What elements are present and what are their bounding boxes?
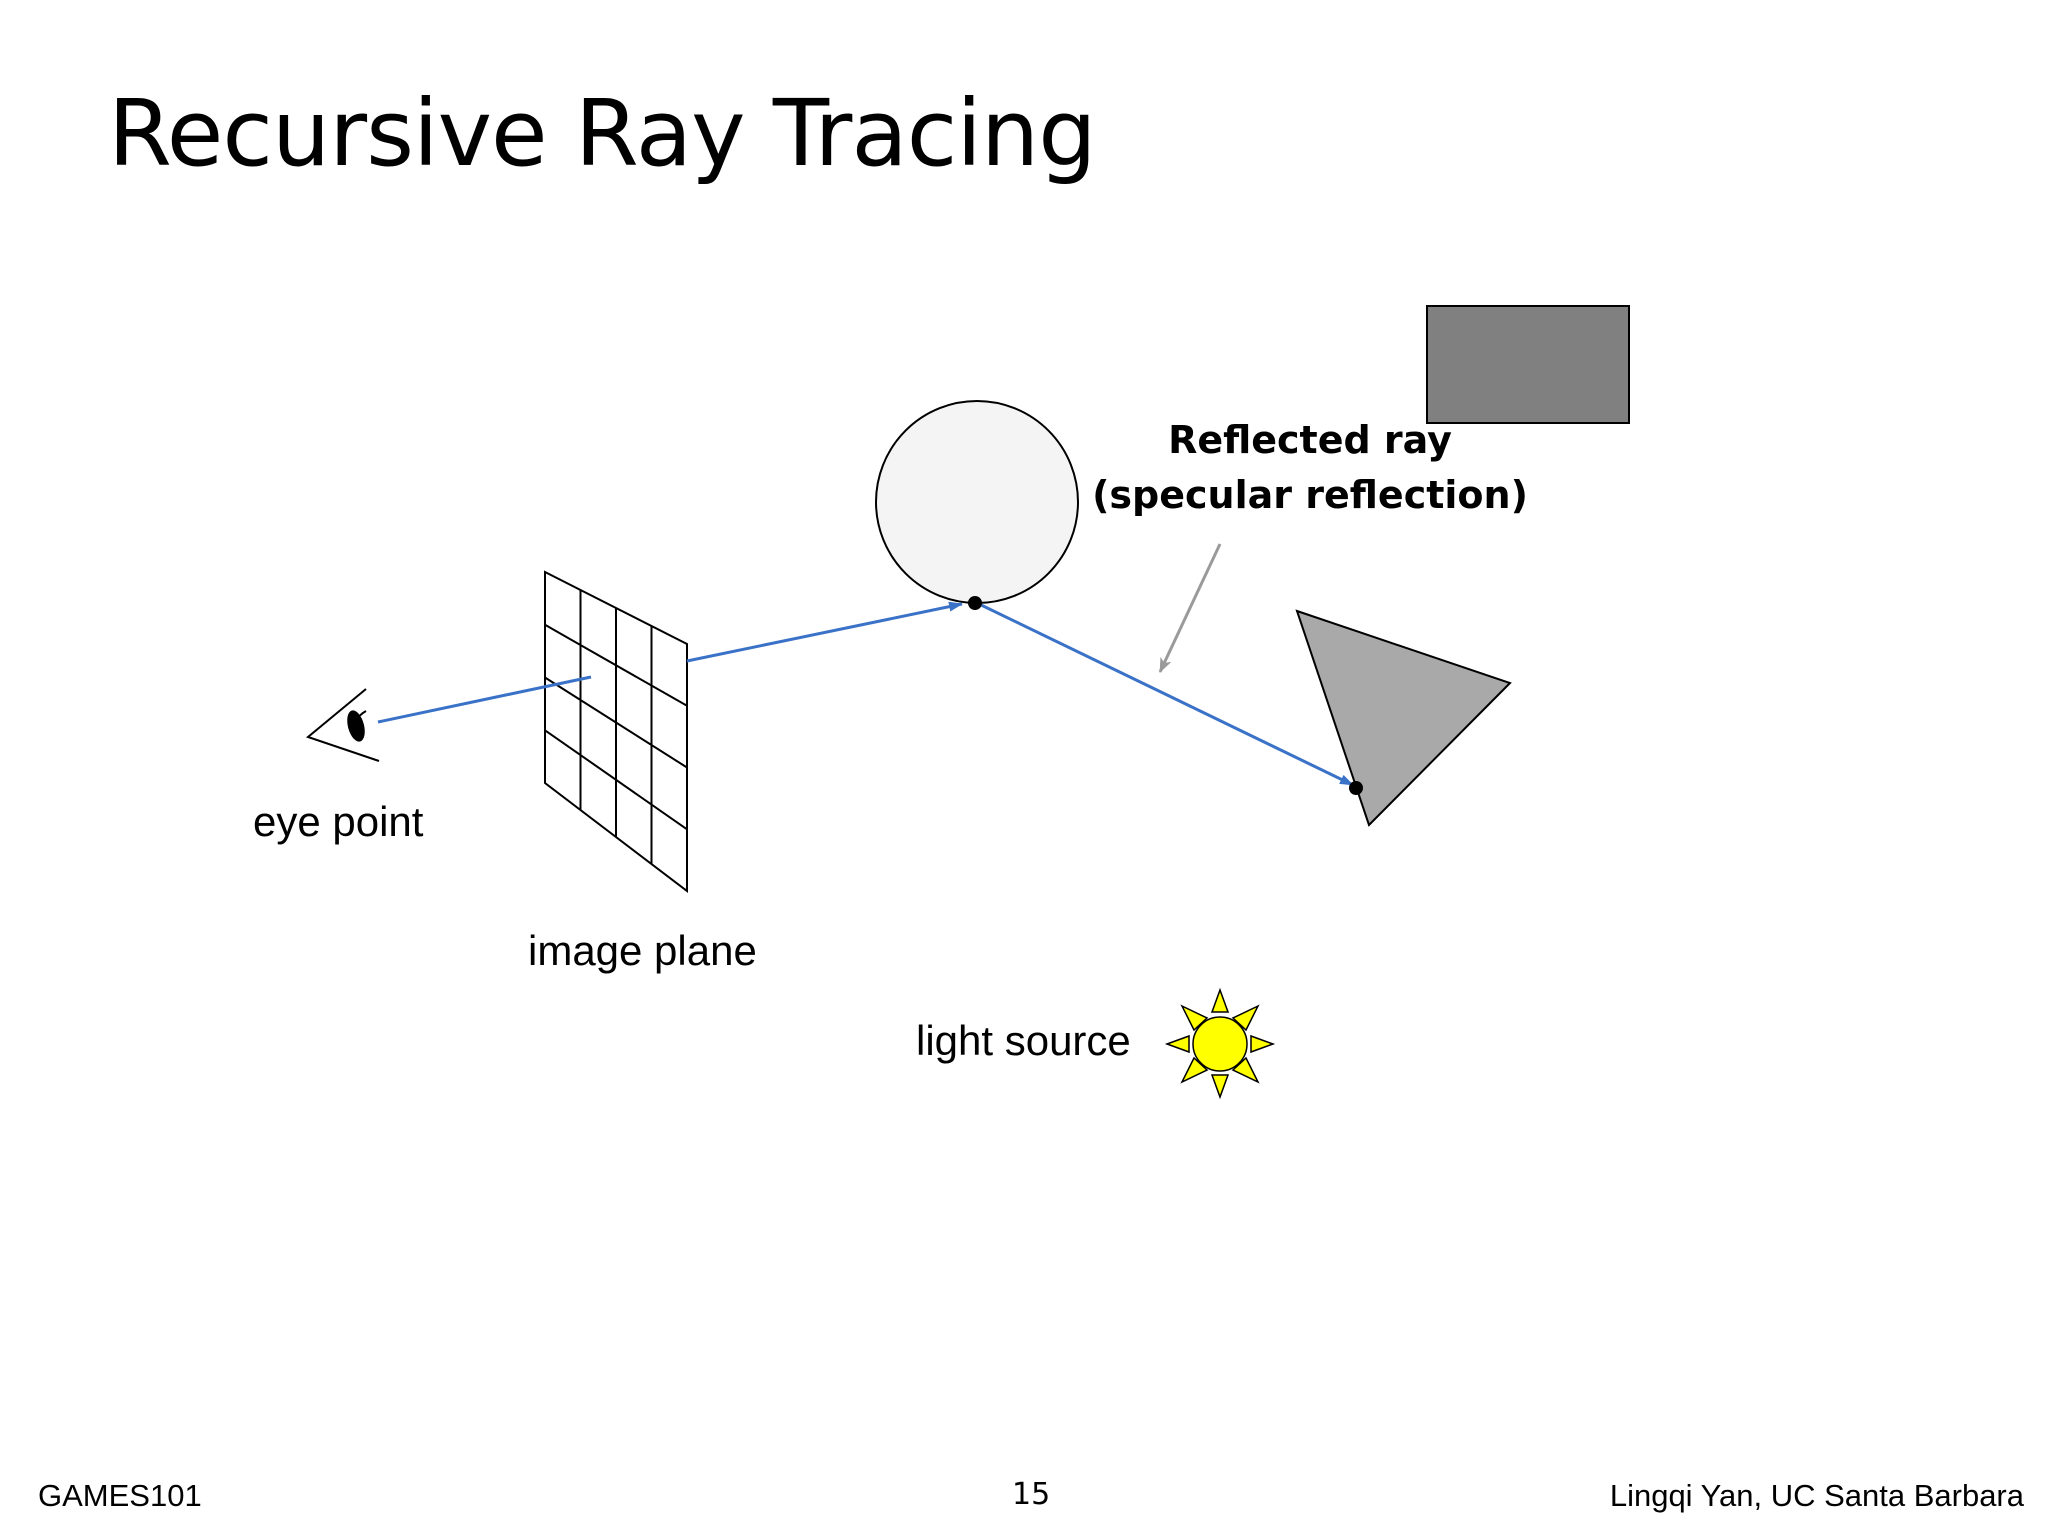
rectangle-object bbox=[1426, 305, 1630, 424]
footer-course: GAMES101 bbox=[38, 1478, 202, 1513]
triangle-object bbox=[1295, 609, 1512, 827]
sun-icon bbox=[1164, 987, 1276, 1100]
eye-icon bbox=[305, 688, 380, 762]
image-plane-grid bbox=[544, 570, 688, 894]
primary-ray-to-sphere bbox=[686, 601, 963, 663]
reflected-ray-pointer-arrow bbox=[1158, 543, 1222, 673]
sphere-object bbox=[875, 400, 1079, 604]
eye-point-label: eye point bbox=[253, 798, 424, 845]
primary-ray-segment bbox=[377, 675, 592, 724]
triangle-hit-point bbox=[1349, 781, 1363, 795]
reflected-ray-label-line2: (specular reflection) bbox=[1092, 473, 1528, 517]
footer-author: Lingqi Yan, UC Santa Barbara bbox=[1609, 1478, 2024, 1513]
reflected-ray-label-line1: Reflected ray bbox=[1168, 418, 1452, 462]
light-source-label: light source bbox=[916, 1017, 1131, 1064]
page-number: 15 bbox=[1012, 1477, 1051, 1512]
sphere-hit-point bbox=[968, 596, 982, 610]
reflected-ray bbox=[976, 601, 1354, 787]
image-plane-label: image plane bbox=[528, 927, 757, 974]
slide-title: Recursive Ray Tracing bbox=[108, 80, 1097, 187]
